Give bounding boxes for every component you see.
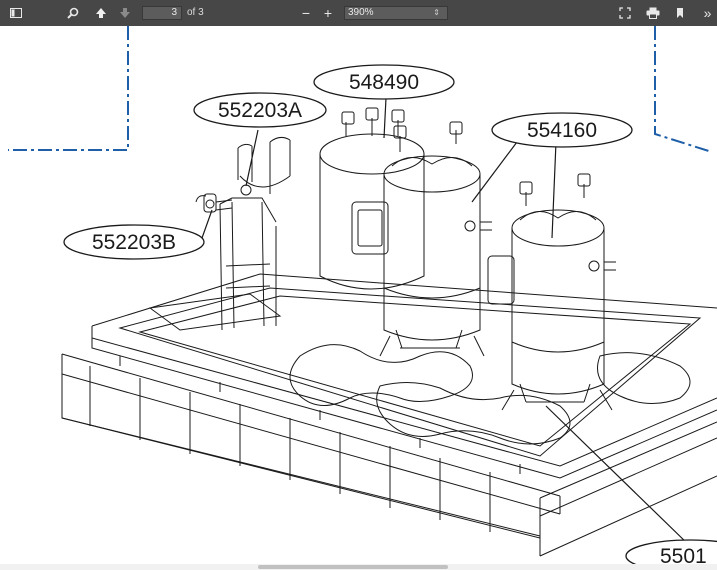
callout-548490: 548490: [313, 64, 455, 100]
base-frame: [91, 273, 717, 479]
callout-5501: 5501: [625, 539, 717, 570]
exploded-parts-drawing: 548490 552203A 554160 552203B 5501: [8, 26, 717, 570]
callout-554160: 554160: [491, 112, 633, 148]
next-page-button[interactable]: [114, 0, 136, 26]
updown-caret-icon: ⇕: [433, 8, 440, 17]
zoom-in-button[interactable]: +: [323, 5, 333, 21]
zoom-out-button[interactable]: −: [301, 5, 311, 21]
section-border-right: [654, 26, 713, 153]
page-count-label: of 3: [187, 7, 204, 18]
scrollbar-thumb[interactable]: [258, 565, 448, 569]
previous-page-button[interactable]: [90, 0, 112, 26]
printer-icon: [646, 7, 660, 19]
section-border-left: [8, 26, 129, 151]
arrow-down-icon: [120, 8, 130, 18]
leader-lines: [201, 97, 691, 547]
more-tools-button[interactable]: »: [703, 5, 712, 21]
zoom-select[interactable]: 390% ⇕: [344, 6, 448, 20]
bookmark-button[interactable]: [670, 0, 690, 26]
compressor-554160-middle: [379, 121, 492, 357]
horizontal-scrollbar[interactable]: [0, 564, 717, 570]
magnifier-icon: [67, 7, 79, 19]
bookmark-icon: [677, 8, 683, 18]
zoom-value: 390%: [348, 7, 374, 18]
sidebar-toggle-button[interactable]: [4, 0, 28, 26]
compressor-554160-front: [487, 173, 616, 411]
pdf-toolbar: 3 of 3 − + 390% ⇕ »: [0, 0, 717, 26]
page-number-input[interactable]: 3: [142, 6, 182, 20]
callout-552203A: 552203A: [193, 92, 327, 128]
presentation-mode-button[interactable]: [614, 0, 636, 26]
callout-552203B: 552203B: [63, 224, 205, 260]
arrow-up-icon: [96, 8, 106, 18]
valve-bracket: [195, 136, 291, 331]
document-viewer[interactable]: 548490 552203A 554160 552203B 5501: [0, 26, 717, 570]
fullscreen-icon: [619, 7, 631, 19]
compressor-548490: [319, 107, 425, 290]
callout-label: 5501: [660, 545, 707, 568]
sidebar-icon: [10, 8, 22, 18]
print-button[interactable]: [642, 0, 664, 26]
callout-label: 552203B: [92, 231, 176, 254]
callout-label: 552203A: [218, 99, 302, 122]
callout-label: 554160: [527, 119, 597, 142]
callout-label: 548490: [349, 71, 419, 94]
wooden-pallet: [61, 353, 717, 557]
find-button[interactable]: [62, 0, 84, 26]
